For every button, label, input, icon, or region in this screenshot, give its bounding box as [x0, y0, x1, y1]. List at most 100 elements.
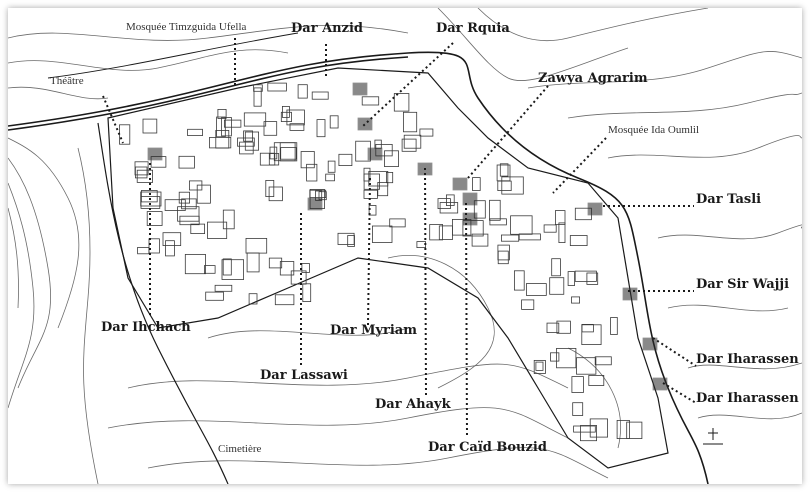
building-block	[318, 191, 327, 201]
building-block	[472, 177, 481, 191]
building-block	[581, 324, 602, 345]
label-cimetiere: Cimetière	[218, 443, 262, 455]
building-block	[384, 150, 399, 168]
building-block	[535, 361, 544, 371]
building-block	[543, 224, 557, 233]
building-block	[581, 323, 594, 333]
building-block	[289, 123, 305, 131]
building-block	[556, 320, 571, 334]
building-block	[416, 241, 426, 249]
building-block	[184, 253, 206, 275]
building-block	[203, 265, 216, 274]
building-block	[239, 141, 254, 155]
label-theatre: Théâtre	[50, 75, 84, 87]
building-block	[558, 222, 566, 243]
building-block	[259, 152, 276, 166]
building-block	[521, 299, 535, 310]
building-block	[510, 215, 533, 235]
building-block	[268, 257, 283, 269]
building-block	[363, 167, 371, 182]
building-block	[245, 237, 268, 254]
building-block	[165, 240, 175, 257]
building-block	[363, 173, 380, 190]
building-block	[216, 116, 226, 138]
building-block	[316, 119, 326, 138]
building-blocks	[119, 82, 668, 442]
label-dar-iharassen-a: Dar Iharassen A	[696, 391, 802, 406]
building-block	[327, 160, 336, 173]
building-block	[222, 258, 232, 276]
highlighted-house	[357, 117, 373, 131]
building-block	[148, 238, 160, 254]
building-block	[573, 425, 596, 433]
building-block	[142, 118, 158, 134]
building-block	[280, 111, 292, 123]
building-block	[181, 198, 197, 210]
building-block	[248, 293, 258, 305]
building-block	[179, 215, 200, 226]
building-block	[178, 191, 190, 204]
contour-lines	[8, 8, 802, 484]
building-block	[273, 142, 296, 162]
building-block	[439, 202, 459, 214]
building-block	[207, 221, 228, 239]
building-block	[281, 106, 290, 118]
building-block	[588, 374, 605, 386]
building-block	[569, 235, 588, 247]
building-block	[580, 425, 598, 442]
building-block	[589, 418, 609, 438]
building-block	[546, 322, 560, 334]
building-block	[286, 109, 305, 126]
building-block	[551, 258, 561, 277]
building-block	[119, 124, 131, 145]
leader-lines	[102, 38, 697, 439]
building-block	[473, 200, 486, 219]
building-block	[438, 225, 453, 240]
building-block	[263, 121, 278, 136]
building-block	[214, 284, 233, 292]
label-dar-rquia: Dar Rquia	[436, 21, 510, 36]
building-block	[187, 128, 203, 137]
building-block	[368, 205, 377, 216]
building-block	[616, 419, 630, 439]
town-outline	[107, 67, 669, 469]
building-block	[280, 147, 297, 160]
building-block	[300, 151, 315, 169]
building-block	[196, 184, 211, 204]
building-block	[265, 179, 275, 197]
building-block	[571, 296, 581, 304]
label-dar-ahayk: Dar Ahayk	[375, 397, 451, 412]
building-block	[205, 291, 224, 301]
building-block	[222, 209, 235, 230]
building-block	[402, 111, 418, 133]
building-block	[190, 223, 206, 235]
building-block	[496, 164, 511, 182]
building-block	[302, 283, 312, 302]
building-block	[550, 352, 560, 362]
building-block	[567, 271, 575, 286]
building-block	[268, 186, 283, 202]
highlighted-house	[652, 377, 668, 391]
building-block	[489, 218, 507, 226]
building-block	[279, 261, 295, 276]
building-block	[221, 259, 245, 280]
building-block	[325, 173, 335, 182]
building-block	[499, 163, 509, 177]
building-block	[572, 402, 584, 416]
cemetery-symbol	[703, 428, 723, 445]
highlighted-house	[462, 212, 478, 226]
label-dar-tasli: Dar Tasli	[696, 192, 762, 207]
building-block	[555, 210, 566, 225]
building-block	[297, 84, 308, 99]
building-block	[306, 163, 318, 182]
building-block	[337, 232, 355, 245]
village-map	[8, 8, 802, 484]
label-mosquee-ida-oumlil: Mosquée Ida Oumlil	[608, 124, 700, 136]
building-block	[594, 356, 612, 366]
building-block	[140, 190, 158, 203]
building-block	[497, 180, 512, 192]
building-block	[419, 128, 434, 137]
building-block	[290, 270, 307, 285]
building-block	[371, 225, 393, 243]
building-block	[329, 115, 339, 129]
